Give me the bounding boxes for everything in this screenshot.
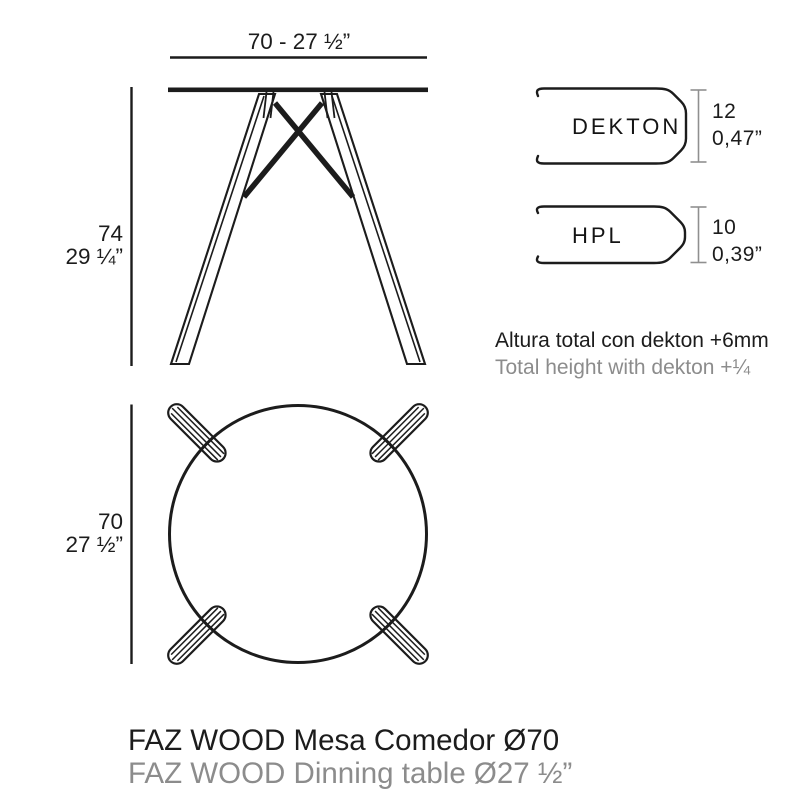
dekton-label: DEKTON	[572, 114, 681, 139]
leg-bottom-left	[167, 605, 227, 665]
hpl-section-outline	[535, 205, 687, 265]
diameter-cm-label: 70	[98, 509, 123, 534]
leg-top-right	[369, 403, 429, 463]
hpl-thickness-dimension	[690, 206, 707, 264]
height-in-label: 29 ¼”	[65, 244, 123, 269]
diameter-in-label: 27 ½”	[65, 532, 123, 557]
top-view-legs	[167, 403, 429, 665]
dekton-note-es: Altura total con dekton +6mm	[495, 329, 769, 352]
height-cm-label: 74	[98, 221, 123, 246]
hpl-thickness-in: 0,39”	[712, 243, 762, 266]
dekton-thickness-dimension	[690, 89, 707, 163]
dekton-thickness-mm: 12	[712, 100, 736, 123]
width-dimension-label: 70 - 27 ½”	[248, 29, 351, 54]
tabletop-top-view	[168, 404, 428, 664]
dekton-section-outline	[535, 87, 688, 165]
top-view: 70 27 ½”	[65, 403, 429, 665]
product-title-es: FAZ WOOD Mesa Comedor Ø70	[128, 724, 559, 757]
leg-top-left	[167, 403, 227, 463]
product-title-en: FAZ WOOD Dinning table Ø27 ½”	[128, 757, 572, 790]
right-leg-inner-line	[331, 95, 421, 363]
right-leg	[319, 92, 427, 366]
material-options: DEKTON 12 0,47” HPL 10 0,39” Altura tota…	[495, 87, 769, 379]
side-view: 70 - 27 ½” 74 29 ¼”	[65, 29, 428, 366]
hpl-thickness-mm: 10	[712, 216, 736, 239]
hpl-label: HPL	[572, 223, 624, 248]
dekton-thickness-in: 0,47”	[712, 127, 762, 150]
leg-mounts	[262, 91, 336, 119]
dekton-note-en: Total height with dekton +¼	[495, 356, 751, 379]
cross-braces	[241, 101, 356, 199]
tabletop-side	[168, 87, 428, 93]
leg-bottom-right	[369, 605, 429, 665]
left-leg-inner-line	[175, 95, 265, 363]
product-title: FAZ WOOD Mesa Comedor Ø70 FAZ WOOD Dinni…	[128, 724, 572, 790]
left-leg	[169, 92, 277, 366]
